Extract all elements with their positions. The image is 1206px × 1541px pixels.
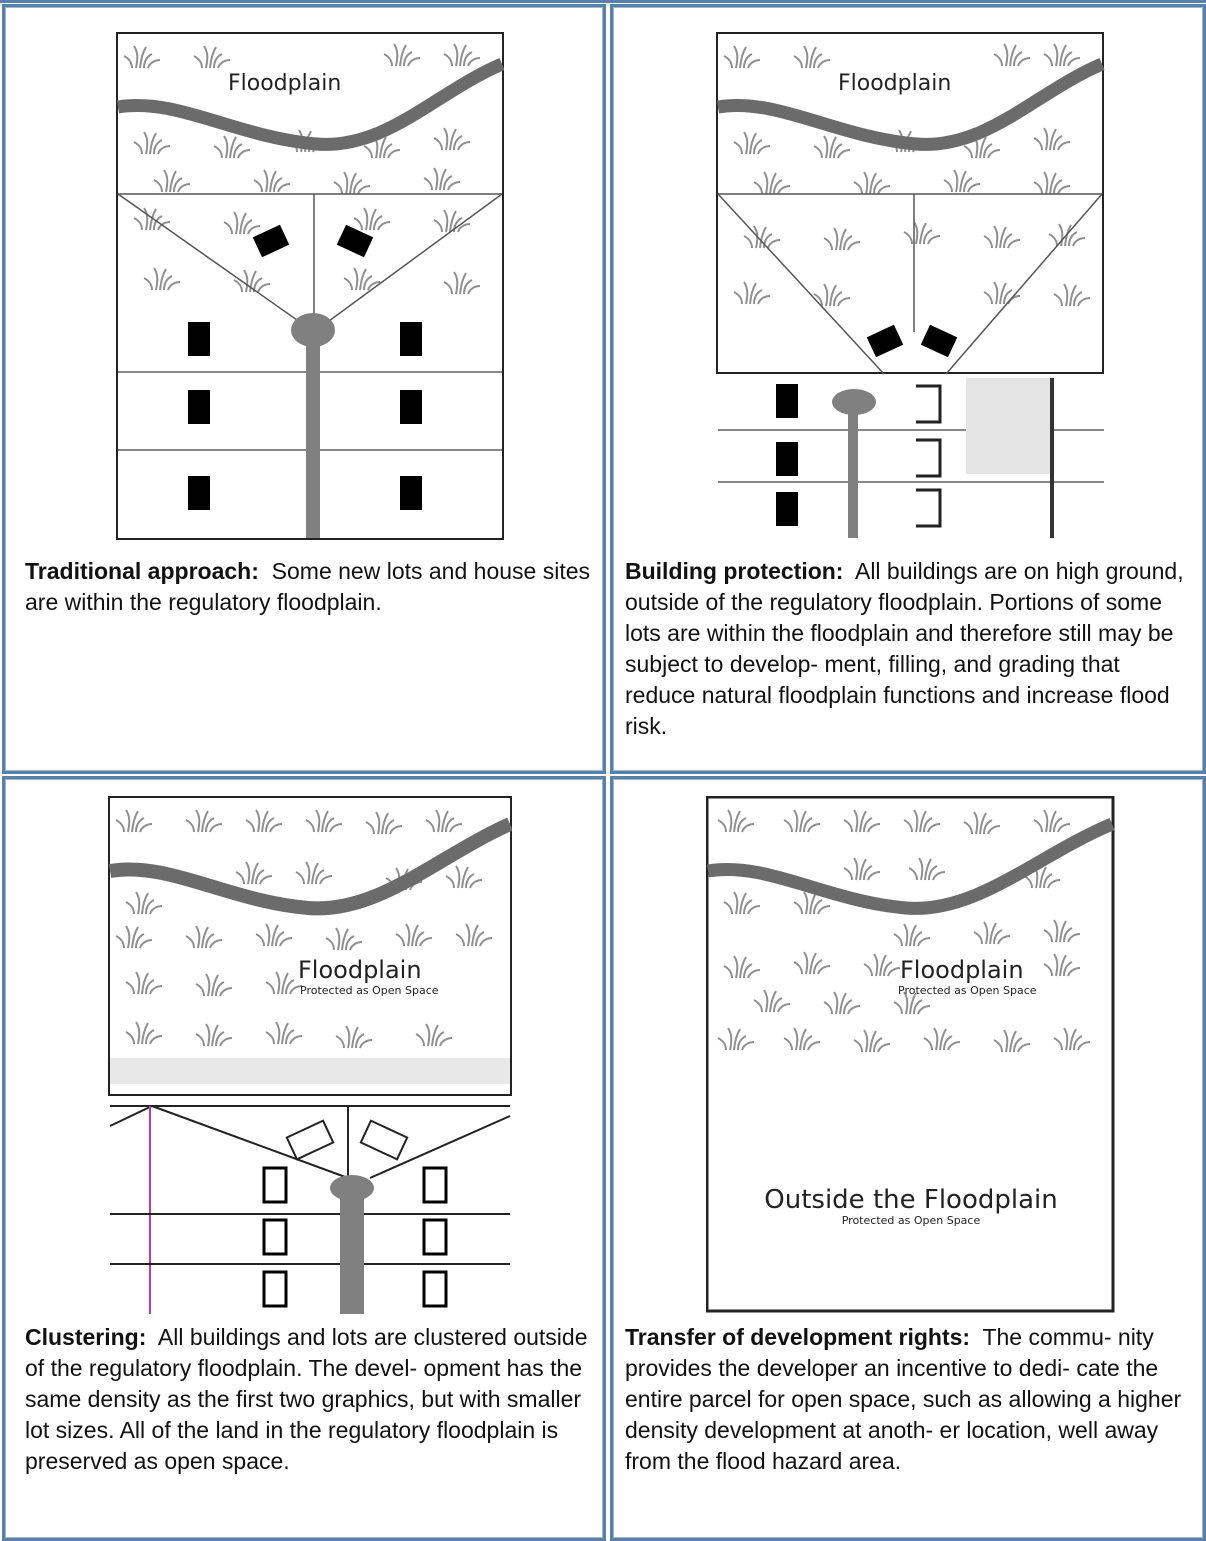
- cul-de-sac: [832, 389, 876, 415]
- cul-de-sac: [330, 1175, 374, 1201]
- building: [400, 476, 422, 510]
- river: [108, 817, 512, 916]
- building: [422, 1166, 448, 1204]
- caption-body: All buildings and lots are clustered out…: [25, 1324, 588, 1474]
- road: [340, 1188, 364, 1314]
- building: [422, 1218, 448, 1256]
- river: [716, 58, 1105, 151]
- building: [422, 1270, 448, 1308]
- building: [866, 324, 904, 358]
- caption-heading: Building protection:: [625, 558, 844, 584]
- caption-heading: Clustering:: [25, 1324, 147, 1350]
- building: [776, 384, 798, 418]
- outside-floodplain-sublabel: Protected as Open Space: [842, 1214, 981, 1227]
- building: [336, 224, 374, 258]
- building: [252, 224, 290, 258]
- building: [262, 1270, 288, 1308]
- building: [920, 324, 958, 358]
- river: [706, 818, 1115, 915]
- outside-floodplain-label: Outside the Floodplain: [764, 1185, 1057, 1215]
- building: [359, 1119, 409, 1161]
- building: [262, 1218, 288, 1256]
- caption-heading: Transfer of development rights:: [625, 1324, 971, 1350]
- figure-building-protection: Floodplain: [716, 32, 1105, 538]
- cul-de-sac: [291, 313, 335, 347]
- road: [306, 332, 320, 538]
- river: [116, 58, 504, 151]
- building: [285, 1119, 335, 1161]
- floodplain-label: Floodplain: [900, 956, 1024, 984]
- building: [400, 390, 422, 424]
- caption-heading: Traditional approach:: [25, 558, 259, 584]
- floodplain-sublabel: Protected as Open Space: [898, 984, 1037, 997]
- floodplain-label: Floodplain: [298, 956, 422, 984]
- building: [776, 442, 798, 476]
- caption-body: Some new lots and house sites are within…: [25, 558, 591, 615]
- figure-transfer-of-development-rights: Floodplain Protected as Open Space Outsi…: [706, 796, 1115, 1313]
- caption-traditional-approach: Traditional approach: Some new lots and …: [25, 556, 595, 618]
- figure-traditional-approach: Floodplain: [116, 32, 504, 540]
- caption-body: The commu- nity provides the developer a…: [625, 1324, 1182, 1474]
- building: [188, 390, 210, 424]
- building: [400, 322, 422, 356]
- building: [776, 492, 798, 526]
- caption-clustering: Clustering: All buildings and lots are c…: [25, 1322, 595, 1477]
- floodplain-sublabel: Protected as Open Space: [300, 984, 439, 997]
- caption-body: All buildings are on high ground, outsid…: [625, 558, 1184, 739]
- building: [188, 322, 210, 356]
- caption-transfer-of-development-rights: Transfer of development rights: The comm…: [625, 1322, 1195, 1477]
- floodplain-label: Floodplain: [838, 71, 951, 96]
- floodplain-label: Floodplain: [228, 71, 341, 96]
- building: [188, 476, 210, 510]
- caption-building-protection: Building protection: All buildings are o…: [625, 556, 1195, 742]
- building: [262, 1166, 288, 1204]
- figure-clustering: Floodplain Protected as Open Space: [108, 796, 512, 1314]
- road: [848, 402, 858, 538]
